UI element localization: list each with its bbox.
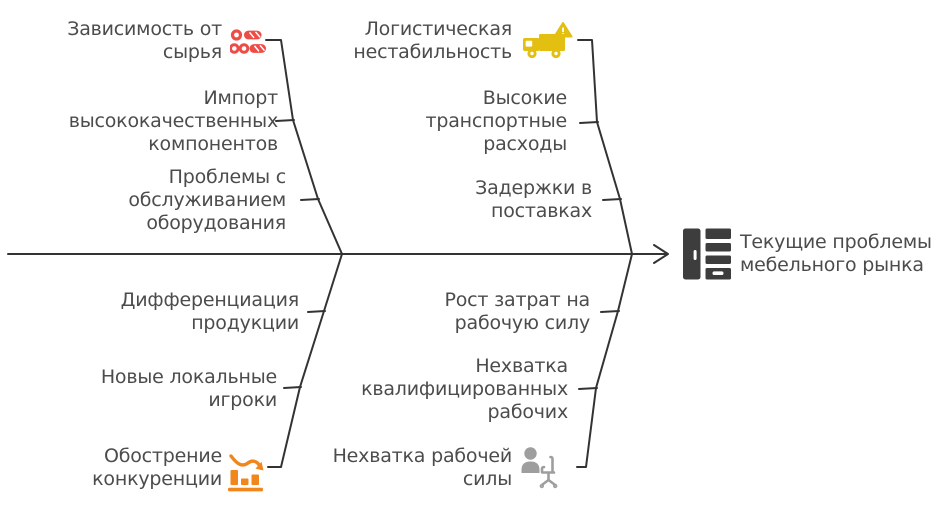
branch-label-logistics: Логистическая нестабильность xyxy=(353,18,512,63)
truck-warning-icon-shapes xyxy=(523,22,573,59)
wardrobe-dresser-icon xyxy=(683,228,731,280)
effect-label: Текущие проблемы мебельного рынка xyxy=(740,231,932,276)
office-chair-icon xyxy=(521,447,558,489)
tick-labor-c2 xyxy=(578,387,598,390)
tick-raw-materials-c2 xyxy=(300,198,320,201)
branch-label-competition: Обострение конкуренции xyxy=(92,445,222,490)
cause-label-import-components: Импорт высококачественных компонентов xyxy=(68,87,278,155)
logs-icon-shapes xyxy=(230,29,266,54)
cause-label-equipment-maintenance: Проблемы с обслуживанием оборудования xyxy=(128,166,286,234)
branch-label-raw-materials: Зависимость от сырья xyxy=(67,18,222,63)
tick-logistics-c1 xyxy=(579,121,599,124)
cause-label-product-differentiation: Дифференциация продукции xyxy=(120,289,300,334)
rib-labor xyxy=(576,253,633,468)
cause-label-transport-costs: Высокие транспортные расходы xyxy=(425,87,567,155)
truck-warning-icon xyxy=(523,22,573,59)
declining-chart-icon xyxy=(228,454,264,492)
cause-label-supply-delays: Задержки в поставках xyxy=(475,177,592,222)
spine-arrowhead-icon xyxy=(653,244,669,264)
wardrobe-dresser-icon-shapes xyxy=(683,228,731,280)
worker-silhouette xyxy=(521,447,540,473)
chair-outline xyxy=(539,455,558,489)
branch-label-labor: Нехватка рабочей силы xyxy=(332,445,513,490)
tick-labor-c1 xyxy=(600,310,620,313)
cause-label-skilled-worker-shortage: Нехватка квалифицированных рабочих xyxy=(361,355,568,423)
rib-competition xyxy=(267,253,343,468)
tick-competition-c1 xyxy=(307,310,326,313)
cause-label-new-local-players: Новые локальные игроки xyxy=(100,366,277,411)
cause-label-labor-cost-growth: Рост затрат на рабочую силу xyxy=(444,289,590,334)
skeleton-lines xyxy=(7,39,669,468)
logs-icon xyxy=(230,29,266,54)
tick-raw-materials-c1 xyxy=(275,119,295,122)
tick-competition-c2 xyxy=(283,386,302,389)
tick-logistics-c2 xyxy=(602,198,622,201)
declining-chart-icon-shapes xyxy=(228,454,264,492)
